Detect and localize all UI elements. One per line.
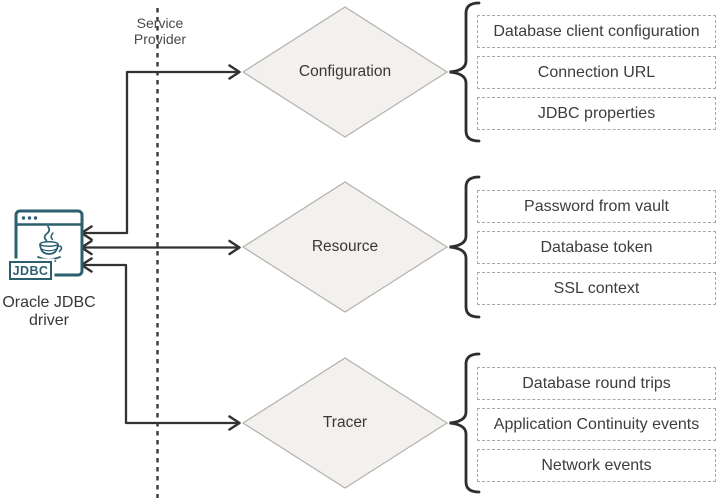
- diamond-resource: [241, 181, 449, 313]
- service-provider-label: Service Provider: [108, 15, 212, 47]
- arrow-configuration: [80, 64, 241, 241]
- diamond-label-resource: Resource: [311, 238, 379, 255]
- arrow-tracer: [80, 257, 241, 431]
- service-provider-label-line1: Service: [136, 15, 184, 31]
- driver-caption-line2: driver: [28, 311, 69, 329]
- item-application-continuity-events: Application Continuity events: [477, 408, 716, 441]
- driver-caption-line1: Oracle JDBC: [2, 294, 96, 311]
- driver-caption: Oracle JDBC driver: [0, 294, 100, 329]
- item-database-token: Database token: [477, 231, 716, 264]
- item-ssl-context: SSL context: [477, 272, 716, 305]
- arrow-resource: [80, 239, 241, 256]
- service-provider-label-line2: Provider: [133, 31, 187, 47]
- item-database-client-configuration: Database client configuration: [477, 15, 716, 48]
- item-database-round-trips: Database round trips: [477, 367, 716, 400]
- item-password-from-vault: Password from vault: [477, 190, 716, 223]
- jdbc-badge: JDBC: [9, 261, 52, 280]
- item-connection-url: Connection URL: [477, 56, 716, 89]
- item-jdbc-properties: JDBC properties: [477, 97, 716, 130]
- diamond-label-tracer: Tracer: [322, 414, 368, 431]
- diamond-tracer: [241, 357, 449, 489]
- item-network-events: Network events: [477, 449, 716, 482]
- brace-tracer: [449, 352, 481, 494]
- brace-resource: [449, 175, 481, 319]
- diamond-configuration: [241, 6, 449, 138]
- diamond-label-configuration: Configuration: [298, 63, 392, 80]
- brace-configuration: [449, 1, 481, 143]
